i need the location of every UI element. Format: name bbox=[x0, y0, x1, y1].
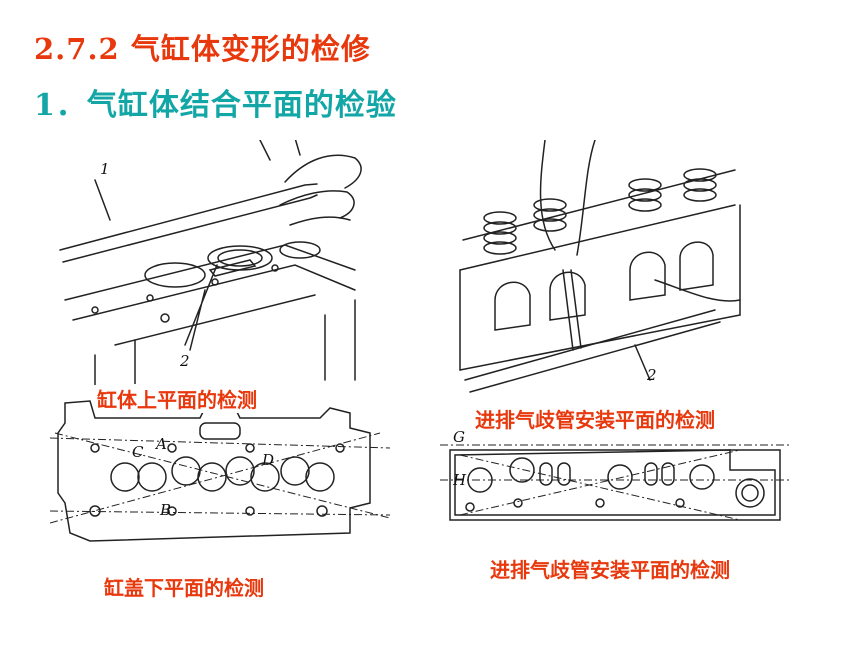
section-heading: 2.7.2 气缸体变形的检修 bbox=[34, 32, 371, 66]
caption-head-bottom: 缸盖下平面的检测 bbox=[104, 576, 264, 600]
figure-label-g: G bbox=[453, 428, 465, 446]
subsection-heading: 1．气缸体结合平面的检验 bbox=[34, 88, 397, 123]
caption-block-top: 缸体上平面的检测 bbox=[97, 384, 257, 413]
head-bottom-inspection-drawing: A B C D bbox=[50, 400, 391, 542]
figure-label-2: 2 bbox=[179, 352, 190, 370]
manifold-bottom-inspection-drawing: G H bbox=[440, 428, 790, 521]
figure-label-1: 1 bbox=[100, 160, 110, 178]
caption-manifold-top: 进排气歧管安装平面的检测 bbox=[475, 408, 715, 432]
block-top-inspection-drawing: 1 2 bbox=[59, 140, 362, 385]
figure-label-2: 2 bbox=[646, 366, 657, 384]
figure-label-b: B bbox=[159, 501, 171, 519]
caption-manifold-bottom: 进排气歧管安装平面的检测 bbox=[490, 558, 730, 582]
figure-label-h: H bbox=[452, 471, 467, 489]
figure-label-a: A bbox=[154, 435, 167, 453]
figure-label-c: C bbox=[132, 443, 144, 461]
figure-label-d: D bbox=[261, 451, 274, 469]
manifold-top-inspection-drawing: 2 bbox=[459, 140, 741, 393]
